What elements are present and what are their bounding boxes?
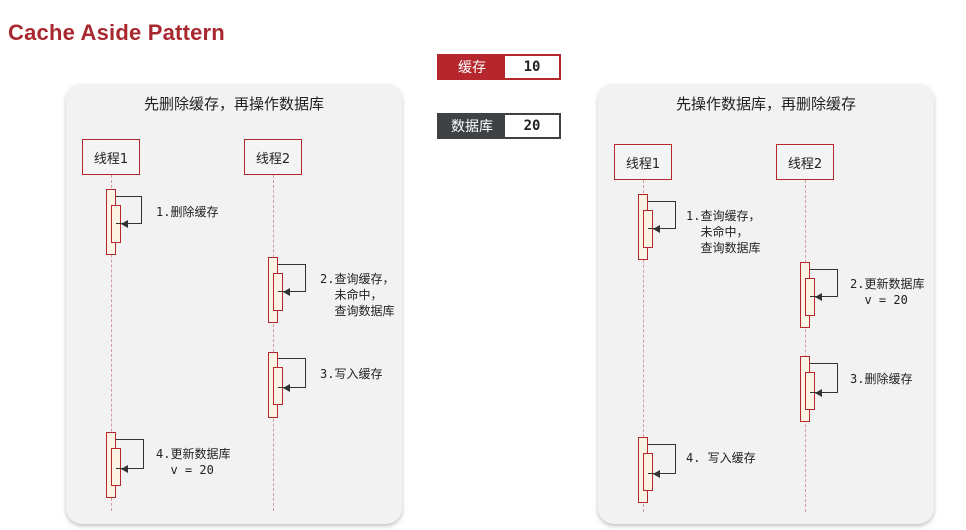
left-thread2-lifeline [273,175,274,511]
right-thread2-box: 线程2 [776,144,834,180]
right-step3-label: 3.删除缓存 [850,372,913,386]
db-store-label: 数据库 [439,115,505,137]
cache-store-label: 缓存 [439,56,505,78]
page-title: Cache Aside Pattern [8,20,225,45]
right-thread1-lifeline [643,180,644,512]
right-step4-label: 4. 写入缓存 [686,451,756,465]
right-step2-label: 2.更新数据库 v = 20 [850,277,925,307]
right-arrowhead-3 [815,389,822,397]
db-store-value: 20 [505,115,559,137]
right-t1-activation-4-inner [643,453,653,491]
cache-store-value: 10 [505,56,559,78]
right-thread2-lifeline [805,180,806,512]
right-self-message-4 [648,444,676,474]
right-t2-activation-3-inner [805,372,815,410]
right-t1-activation-1-inner [643,210,653,248]
right-arrowhead-2 [815,293,822,301]
left-t1-activation-1-inner [111,205,121,243]
right-sequence-panel: 先操作数据库，再删除缓存 线程1 线程2 1.查询缓存， 未命中， 查询数据库 … [598,84,934,524]
left-panel-title: 先删除缓存，再操作数据库 [143,95,324,113]
right-panel-title: 先操作数据库，再删除缓存 [675,95,856,113]
left-step4-label: 4.更新数据库 v = 20 [156,447,231,477]
left-self-message-2 [278,264,306,292]
left-self-message-3 [278,358,306,388]
cache-store-box: 缓存 10 [437,54,561,80]
right-self-message-2 [810,269,838,297]
left-self-message-1 [116,196,142,224]
right-step1-label: 1.查询缓存， 未命中， 查询数据库 [686,209,761,255]
right-self-message-1 [648,201,676,229]
left-t2-activation-2-inner [273,273,283,311]
left-step2-label: 2.查询缓存， 未命中， 查询数据库 [320,272,395,318]
left-self-message-4 [116,439,144,469]
db-store-box: 数据库 20 [437,113,561,139]
left-thread1-box: 线程1 [82,139,140,175]
left-t2-activation-3-inner [273,367,283,405]
left-thread1-lifeline [111,175,112,511]
left-thread2-box: 线程2 [244,139,302,175]
left-step1-label: 1.删除缓存 [156,205,219,219]
left-arrowhead-3 [283,384,290,392]
right-arrowhead-4 [653,470,660,478]
right-arrowhead-1 [653,225,660,233]
right-self-message-3 [810,363,838,393]
left-sequence-panel: 先删除缓存，再操作数据库 线程1 线程2 1.删除缓存 2.查询缓存， 未命中，… [66,84,402,524]
left-step3-label: 3.写入缓存 [320,367,383,381]
right-t2-activation-2-inner [805,278,815,316]
right-thread1-box: 线程1 [614,144,672,180]
left-t1-activation-4-inner [111,448,121,486]
left-arrowhead-2 [283,288,290,296]
left-arrowhead-1 [121,220,128,228]
left-arrowhead-4 [121,465,128,473]
